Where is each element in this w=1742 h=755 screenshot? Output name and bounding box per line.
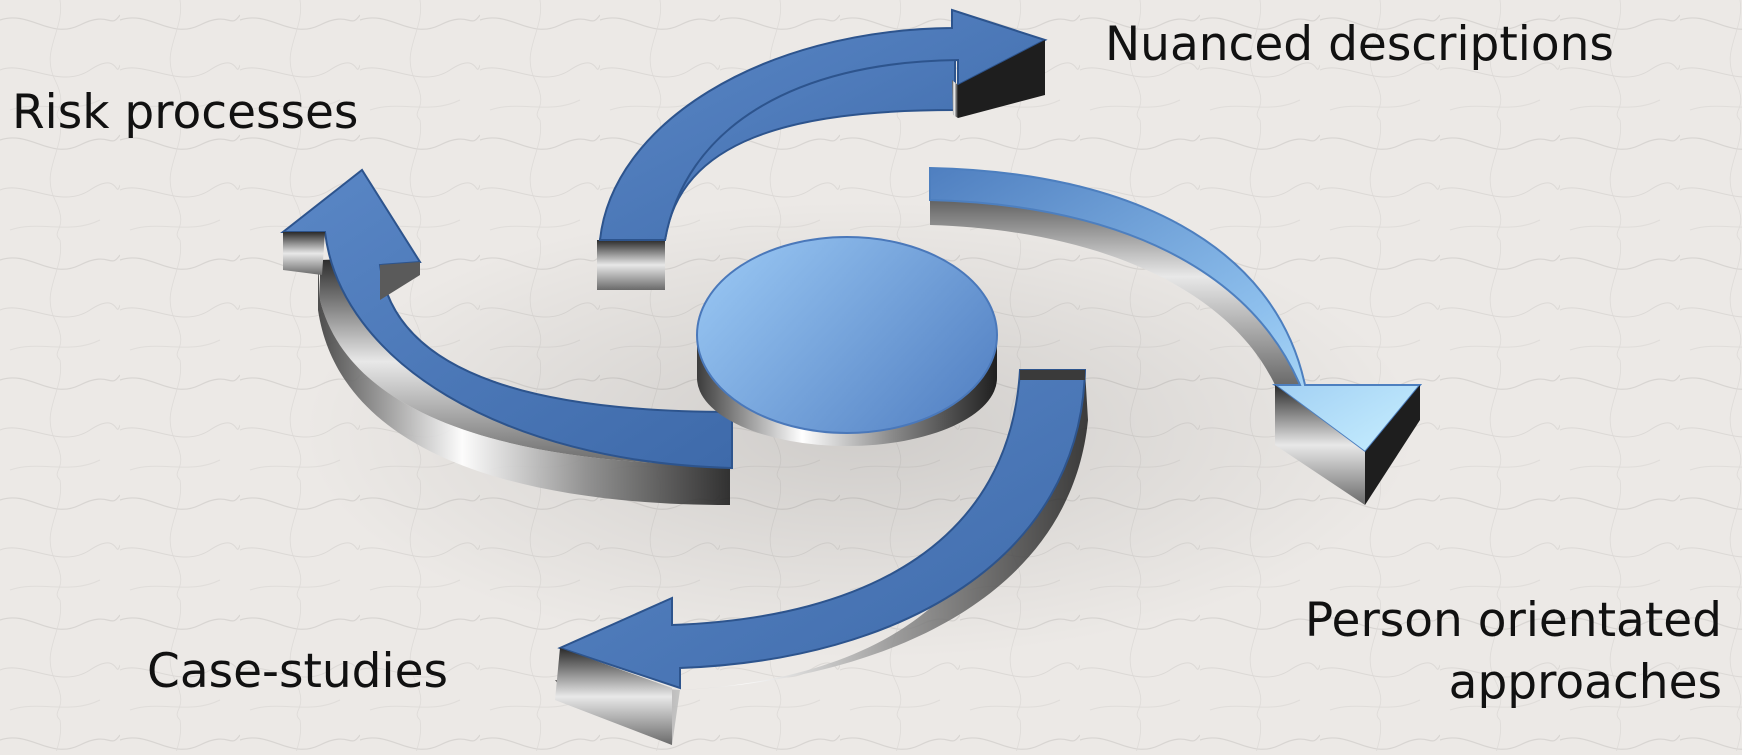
label-nuanced-descriptions: Nuanced descriptions <box>1105 17 1614 72</box>
person-orientated-arrow <box>929 166 1423 505</box>
label-case-studies: Case-studies <box>147 644 448 699</box>
label-person-orientated-line1: Person orientated <box>1304 593 1722 648</box>
risk-processes-arrow <box>280 168 733 505</box>
nuanced-descriptions-arrow <box>597 8 1048 290</box>
label-risk-processes: Risk processes <box>12 85 359 140</box>
label-person-orientated-line2: approaches <box>1448 655 1722 710</box>
label-person-orientated-approaches: Person orientated approaches <box>1305 590 1722 714</box>
center-disc <box>696 236 998 446</box>
case-studies-arrow <box>555 369 1088 745</box>
